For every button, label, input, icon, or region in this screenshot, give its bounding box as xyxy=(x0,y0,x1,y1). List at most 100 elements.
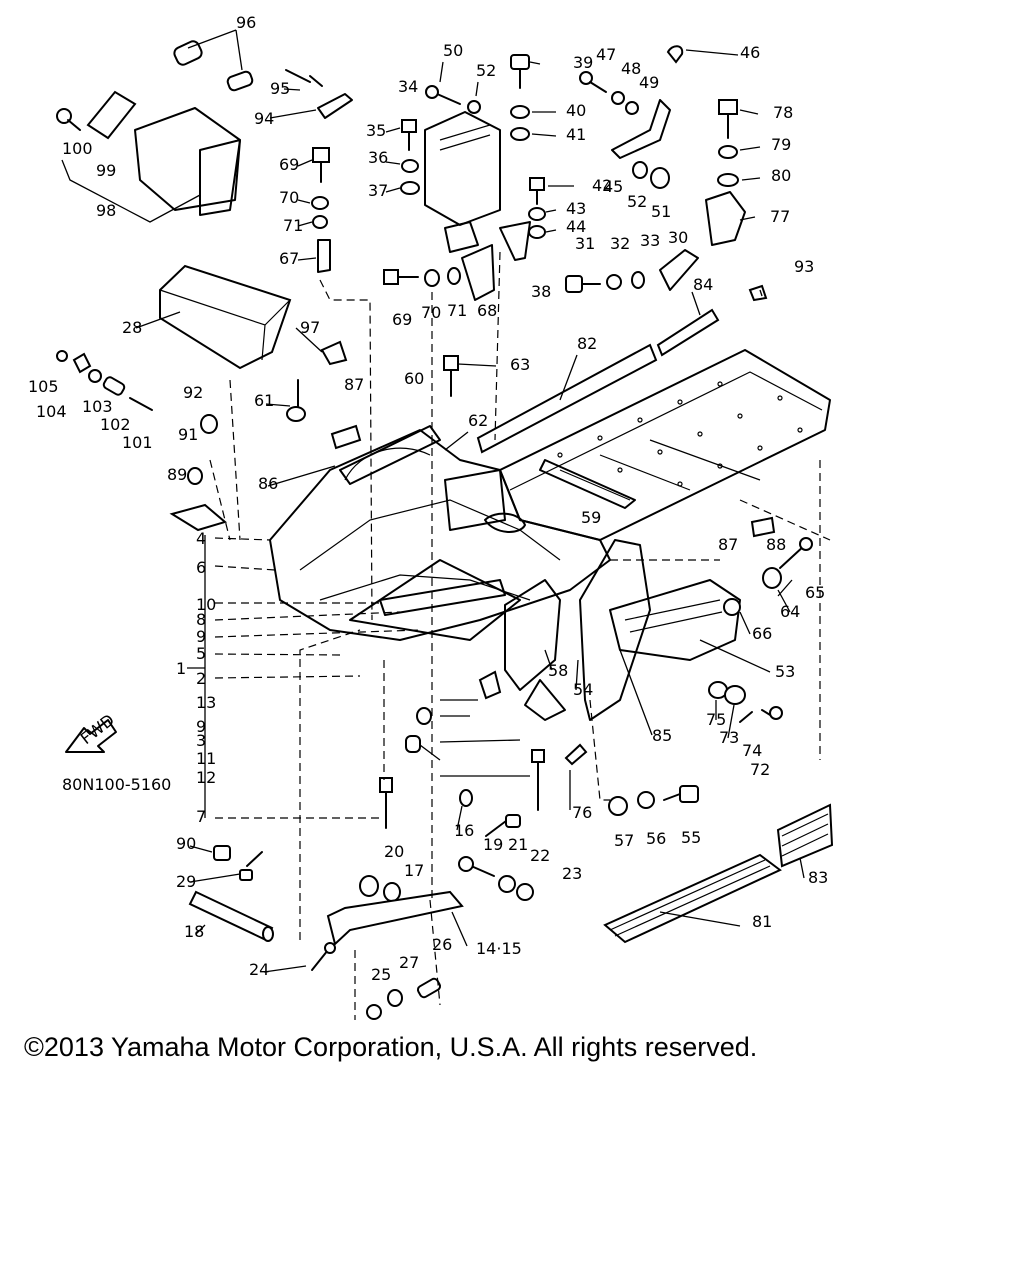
part-label: 70 xyxy=(421,303,441,322)
part-label: 58 xyxy=(548,661,568,680)
forward-direction-arrow: FWD xyxy=(65,710,118,753)
part-label: 85 xyxy=(652,726,672,745)
part-label: 26 xyxy=(432,935,452,954)
part-label: 99 xyxy=(96,161,116,180)
part-label: 76 xyxy=(572,803,592,822)
part-label: 22 xyxy=(530,846,550,865)
part-label: 38 xyxy=(531,282,551,301)
part-label: 47 xyxy=(596,45,616,64)
part-label: 90 xyxy=(176,834,196,853)
part-label: 63 xyxy=(510,355,530,374)
assembly-group-number: 1 xyxy=(176,659,186,678)
assembly-part-label: 4 xyxy=(196,529,206,548)
part-label: 77 xyxy=(770,207,790,226)
part-label: 16 xyxy=(454,821,474,840)
part-label: 73 xyxy=(719,728,739,747)
part-label: 93 xyxy=(794,257,814,276)
part-label: 37 xyxy=(368,181,388,200)
part-label: 65 xyxy=(805,583,825,602)
part-label: 54 xyxy=(573,680,593,699)
part-label: 41 xyxy=(566,125,586,144)
part-label: 34 xyxy=(398,77,418,96)
assembly-part-label: 11 xyxy=(196,749,216,768)
part-label: 64 xyxy=(780,602,800,621)
part-label: 43 xyxy=(566,199,586,218)
part-label: 51 xyxy=(651,202,671,221)
part-label: 52 xyxy=(627,192,647,211)
fwd-label: FWD xyxy=(77,710,118,748)
part-label: 95 xyxy=(270,79,290,98)
part-label: 59 xyxy=(581,508,601,527)
part-label: 18 xyxy=(184,922,204,941)
part-label: 87 xyxy=(718,535,738,554)
part-label: 50 xyxy=(443,41,463,60)
part-label: 56 xyxy=(646,829,666,848)
part-label: 102 xyxy=(100,415,131,434)
assembly-part-label: 8 xyxy=(196,610,206,629)
part-label: 40 xyxy=(566,101,586,120)
part-label: 91 xyxy=(178,425,198,444)
assembly-part-label: 2 xyxy=(196,669,206,688)
part-label: 97 xyxy=(300,318,320,337)
copyright-notice: ©2013 Yamaha Motor Corporation, U.S.A. A… xyxy=(24,1032,758,1062)
part-label: 42 xyxy=(592,176,612,195)
part-label: 83 xyxy=(808,868,828,887)
part-label: 68 xyxy=(477,301,497,320)
part-label: 67 xyxy=(279,249,299,268)
part-label: 70 xyxy=(279,188,299,207)
part-label: 53 xyxy=(775,662,795,681)
assembly-part-label: 9 xyxy=(196,717,206,736)
part-label: 101 xyxy=(122,433,153,452)
part-label: 88 xyxy=(766,535,786,554)
part-label: 28 xyxy=(122,318,142,337)
part-label: 48 xyxy=(621,59,641,78)
part-label: 19 xyxy=(483,835,503,854)
part-label: 80 xyxy=(771,166,791,185)
part-label: 25 xyxy=(371,965,391,984)
part-label: 27 xyxy=(399,953,419,972)
part-label: 87 xyxy=(344,375,364,394)
part-label: 14·15 xyxy=(476,939,522,958)
part-label: 72 xyxy=(750,760,770,779)
part-label: 69 xyxy=(279,155,299,174)
part-label: 17 xyxy=(404,861,424,880)
exploded-parts-diagram: FWD 969594100999850523439474849464041787… xyxy=(28,13,834,1020)
part-label: 31 xyxy=(575,234,595,253)
assembly-part-label: 7 xyxy=(196,807,206,826)
part-label: 74 xyxy=(742,741,762,760)
diagram-code: 80N100-5160 xyxy=(62,775,171,794)
part-label: 20 xyxy=(384,842,404,861)
part-label: 52 xyxy=(476,61,496,80)
part-label: 39 xyxy=(573,53,593,72)
part-label: 78 xyxy=(773,103,793,122)
part-label: 94 xyxy=(254,109,274,128)
assembly-part-label: 6 xyxy=(196,558,206,577)
assembly-part-label: 9 xyxy=(196,627,206,646)
part-label: 92 xyxy=(183,383,203,402)
frame-assembly xyxy=(269,349,831,721)
part-label: 55 xyxy=(681,828,701,847)
part-label: 84 xyxy=(693,275,713,294)
assembly-part-label: 13 xyxy=(196,693,216,712)
part-label: 33 xyxy=(640,231,660,250)
part-label: 61 xyxy=(254,391,274,410)
part-label: 86 xyxy=(258,474,278,493)
part-label: 71 xyxy=(447,301,467,320)
part-label: 29 xyxy=(176,872,196,891)
part-label: 46 xyxy=(740,43,760,62)
part-label: 23 xyxy=(562,864,582,883)
part-label: 44 xyxy=(566,217,586,236)
part-label: 103 xyxy=(82,397,113,416)
part-label: 57 xyxy=(614,831,634,850)
assembly-part-label: 3 xyxy=(196,731,206,750)
part-label: 89 xyxy=(167,465,187,484)
part-label: 82 xyxy=(577,334,597,353)
part-label: 30 xyxy=(668,228,688,247)
part-label: 75 xyxy=(706,710,726,729)
part-label: 98 xyxy=(96,201,116,220)
part-label: 60 xyxy=(404,369,424,388)
part-label: 36 xyxy=(368,148,388,167)
hardware-parts xyxy=(56,40,834,1020)
